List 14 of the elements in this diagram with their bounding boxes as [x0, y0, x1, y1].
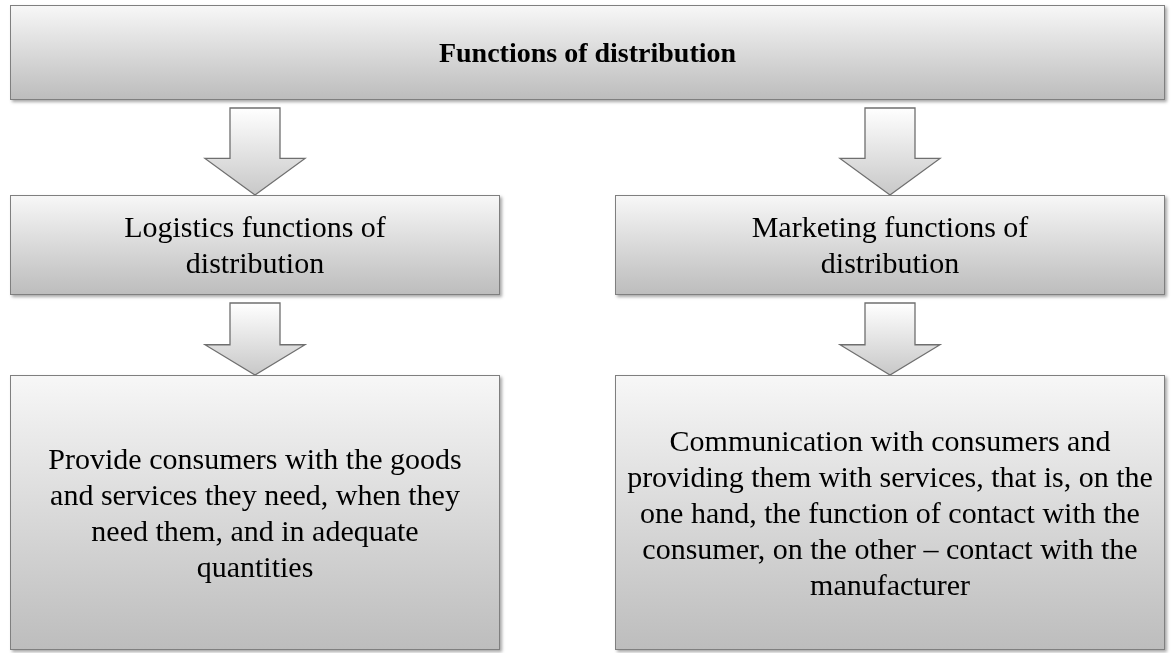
box-text: Provide consumers with the goods and services they need, when they need them, and in adequate quantities [47, 440, 463, 585]
box-text: Marketing functions of distribution [750, 209, 1030, 281]
block-arrow [202, 302, 308, 376]
block-arrow [838, 107, 942, 196]
block-arrow [837, 302, 943, 376]
block-arrow [203, 107, 307, 196]
process-box [615, 375, 1165, 650]
process-box [10, 5, 1165, 100]
box-text: Communication with consumers and providing them with services, that is, on the one hand, the function of contact with the consumer, on the other – contact with the manufacturer [626, 422, 1154, 603]
process-box [10, 195, 500, 295]
box-text: Logistics functions of distribution [123, 209, 387, 281]
process-box [615, 195, 1165, 295]
box-text: Functions of distribution [438, 35, 737, 70]
process-box [10, 375, 500, 650]
